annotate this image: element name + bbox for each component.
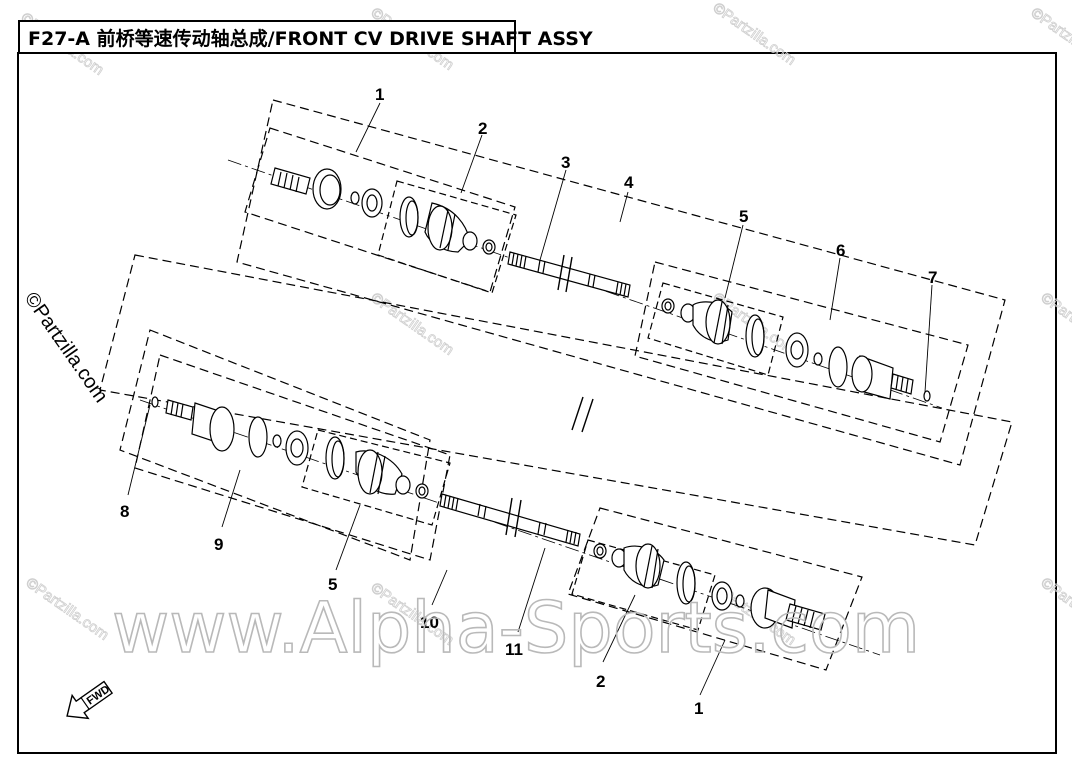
group-boundary-4 [236,99,1006,466]
callout-7: 7 [928,268,937,287]
group-boundary-6 [634,261,969,443]
watermark-text: ©Partzilla.com [368,289,457,359]
forward-direction-arrow-icon: FWD [66,680,114,720]
group-boundary-2b [571,539,716,631]
callout-6: 6 [836,241,845,260]
leader-lines-top [355,102,933,393]
leader-lines-bottom [127,404,726,696]
callout-4: 4 [624,173,634,192]
title-box: F27-A 前桥等速传动轴总成/FRONT CV DRIVE SHAFT ASS… [18,20,593,54]
callout-2-top: 2 [478,119,487,138]
group-boundary-5 [647,282,784,376]
callout-3: 3 [561,153,570,172]
group-boundary-2 [377,180,517,294]
outer-cv-joint [270,167,383,218]
callout-5-top: 5 [739,207,748,226]
outer-cv-joint-lower [711,581,826,631]
watermark-text: ©Partzilla.com [710,0,799,69]
drawing-frame [17,52,1057,754]
boot-5-top [661,298,765,358]
group-boundary-9 [119,329,431,561]
watermark-text: ©Partzilla.com [1038,289,1072,359]
callout-11: 11 [505,640,523,659]
callout-2-bottom: 2 [596,672,605,691]
watermark-text: ©Partzilla.com [23,574,112,644]
page-title: F27-A 前桥等速传动轴总成/FRONT CV DRIVE SHAFT ASS… [28,27,593,50]
callout-9: 9 [214,535,223,554]
boot-2-top [399,196,496,255]
callout-1-top: 1 [375,85,384,104]
shaft-11 [439,493,581,547]
group-boundary-big [99,254,1013,546]
faint-watermarks: ©Partzilla.com ©Partzilla.com ©Partzilla… [17,0,1072,649]
group-boundary-5b [301,429,451,526]
upper-shaft-assembly [227,99,1006,466]
watermark-text: ©Partzilla.com [1038,574,1072,644]
site-watermark: www.Alpha-Sports.com [112,587,920,669]
group-boundary-1 [244,127,516,293]
side-watermark: ©Partzilla.com [20,288,112,406]
lower-shaft-assembly [99,254,1013,696]
callout-1-bottom: 1 [694,699,703,718]
group-boundary-1b [567,507,863,671]
group-boundary-10 [134,354,451,561]
callout-labels: 1 2 3 4 5 6 7 8 9 5 10 11 2 1 [120,85,937,718]
inner-cv-joint [785,332,931,402]
boot-5-lower [325,436,429,499]
callout-5-bottom: 5 [328,575,337,594]
inner-cv-joint-lower [151,396,309,466]
watermark-text: ©Partzilla.com [1028,4,1072,74]
boot-2-lower [593,543,696,605]
callout-10: 10 [420,613,439,632]
shaft-3 [507,251,631,298]
callout-8: 8 [120,502,129,521]
